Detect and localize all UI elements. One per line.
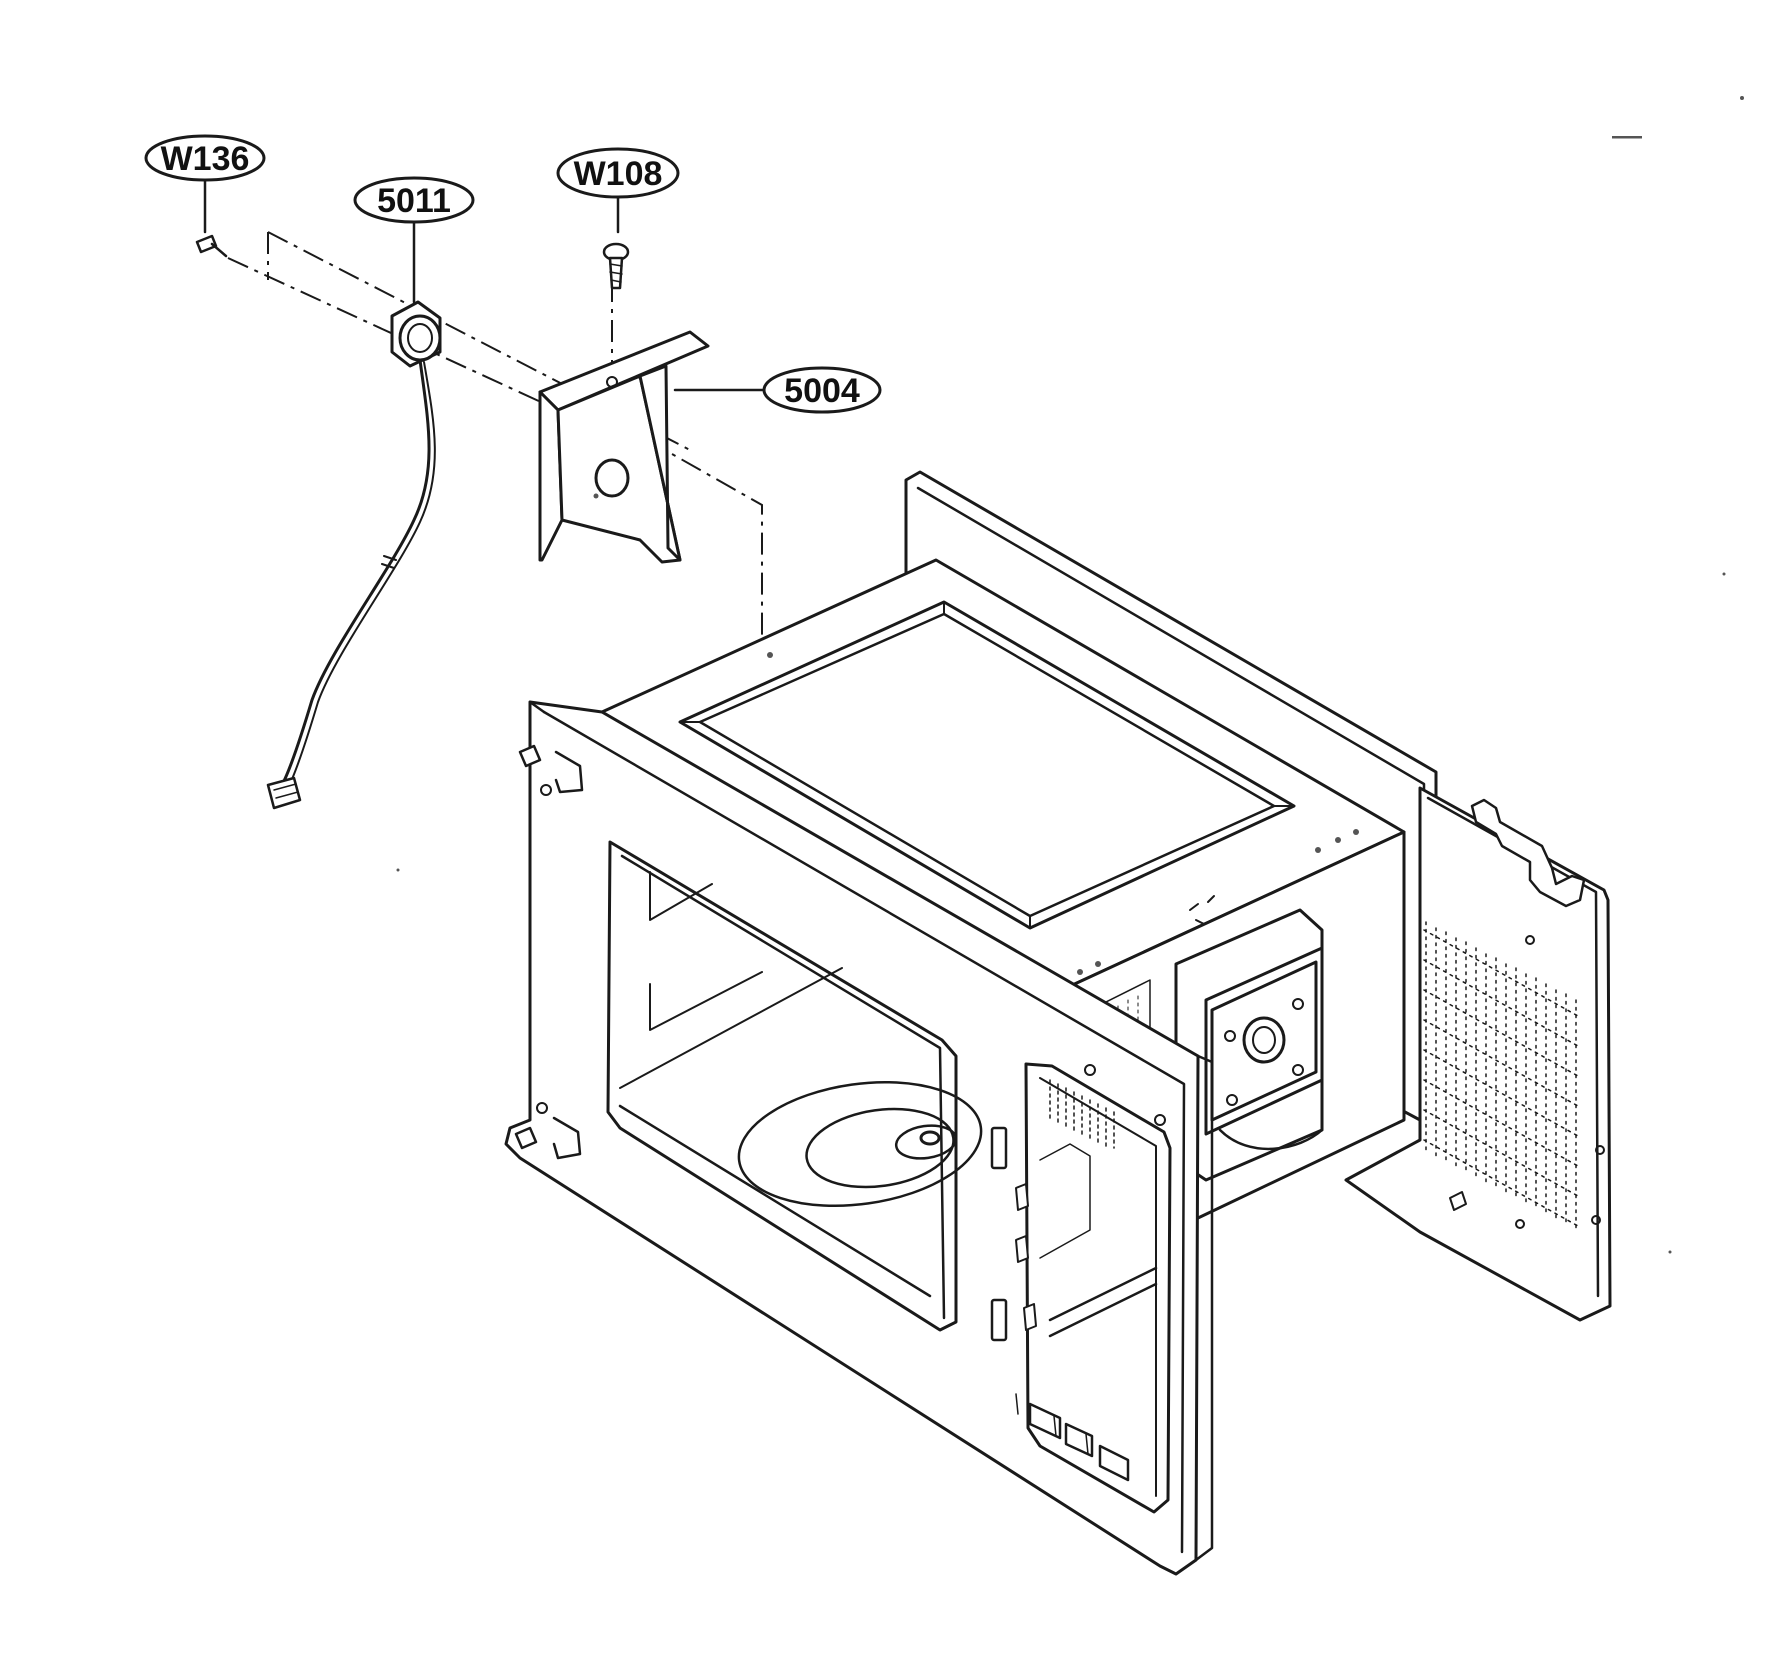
callout-5011-label: 5011 <box>377 182 451 220</box>
callout-w108: W108 <box>556 147 680 199</box>
screw-w108 <box>602 242 630 290</box>
callout-5011: 5011 <box>353 176 475 224</box>
callout-w136: W136 <box>144 134 266 182</box>
scan-specks <box>396 96 1744 1254</box>
bracket-5004 <box>538 330 710 564</box>
callout-w108-label: W108 <box>574 155 663 193</box>
microwave-cavity <box>504 470 1612 1576</box>
thermal-sensor-5011 <box>266 300 442 810</box>
callout-5004-label: 5004 <box>784 372 860 410</box>
callout-5004: 5004 <box>762 366 882 414</box>
assembly-dash-lines <box>227 231 763 640</box>
callout-w136-label: W136 <box>161 140 250 178</box>
screw-w136 <box>195 234 228 258</box>
rear-vent-panel <box>1344 786 1612 1322</box>
front-flange <box>504 700 1214 1576</box>
callout-leaders <box>203 178 766 392</box>
